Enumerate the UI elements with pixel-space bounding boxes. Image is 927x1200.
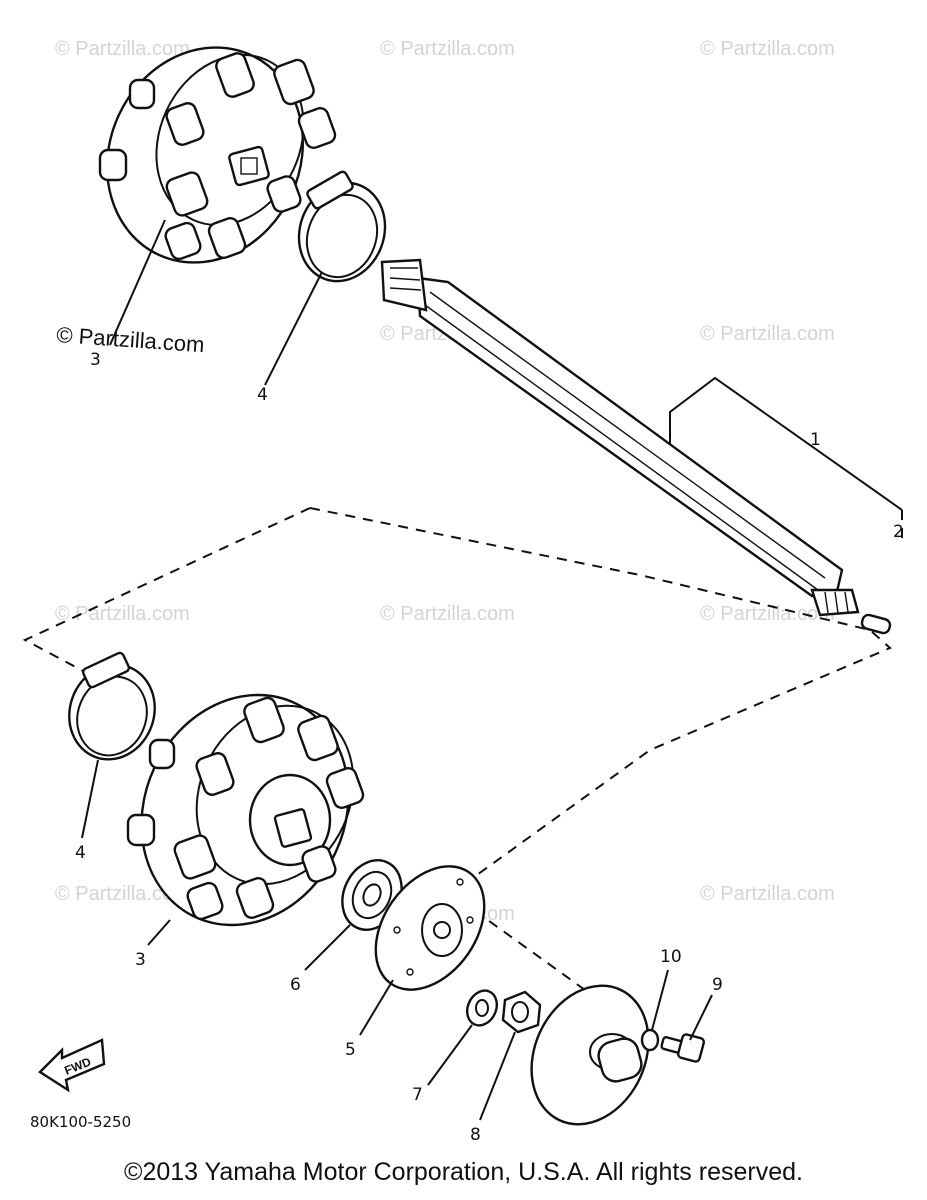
hose-clamp-top xyxy=(297,170,387,283)
callout-9: 9 xyxy=(712,975,723,995)
drive-sprocket-bottom xyxy=(126,693,365,946)
end-cap xyxy=(530,984,650,1126)
diagram-code: 80K100-5250 xyxy=(30,1113,131,1131)
watermark: © Partzilla.com xyxy=(700,603,835,625)
callout-4-top: 4 xyxy=(257,385,268,405)
callout-labels: 1 2 3 4 4 3 6 5 7 8 10 9 xyxy=(75,350,904,1145)
callout-3-top: 3 xyxy=(90,350,101,370)
callout-3-bottom: 3 xyxy=(135,950,146,970)
callout-7: 7 xyxy=(412,1085,423,1105)
bearing-housing xyxy=(359,865,486,1036)
callout-10: 10 xyxy=(660,947,682,967)
nut xyxy=(479,990,542,1121)
drive-axle-shaft xyxy=(380,258,860,617)
hose-clamp-bottom xyxy=(68,651,156,839)
watermark: © Partzilla.com xyxy=(55,603,190,625)
watermark: © Partzilla.com xyxy=(380,603,515,625)
pin xyxy=(860,613,892,635)
watermark: © Partzilla.com xyxy=(55,883,190,905)
watermark: © Partzilla.com xyxy=(380,38,515,60)
watermark-strong: © Partzilla.com xyxy=(56,322,206,357)
callout-8: 8 xyxy=(470,1125,481,1145)
callout-5: 5 xyxy=(345,1040,356,1060)
leader-lines-top xyxy=(109,219,903,540)
callout-2: 2 xyxy=(893,522,904,542)
callout-6: 6 xyxy=(290,975,301,995)
fwd-arrow-icon: FWD xyxy=(38,1038,106,1093)
copyright-notice: ©2013 Yamaha Motor Corporation, U.S.A. A… xyxy=(124,1158,803,1186)
washer-small xyxy=(640,969,669,1052)
watermark: © Partzilla.com xyxy=(700,883,835,905)
callout-1: 1 xyxy=(810,430,821,450)
drive-sprocket-top xyxy=(98,46,337,264)
watermark: © Partzilla.com xyxy=(55,38,190,60)
bolt xyxy=(660,994,713,1063)
watermark: © Partzilla.com xyxy=(700,323,835,345)
callout-4-bottom: 4 xyxy=(75,843,86,863)
washer xyxy=(427,989,498,1086)
watermark: © Partzilla.com xyxy=(700,38,835,60)
